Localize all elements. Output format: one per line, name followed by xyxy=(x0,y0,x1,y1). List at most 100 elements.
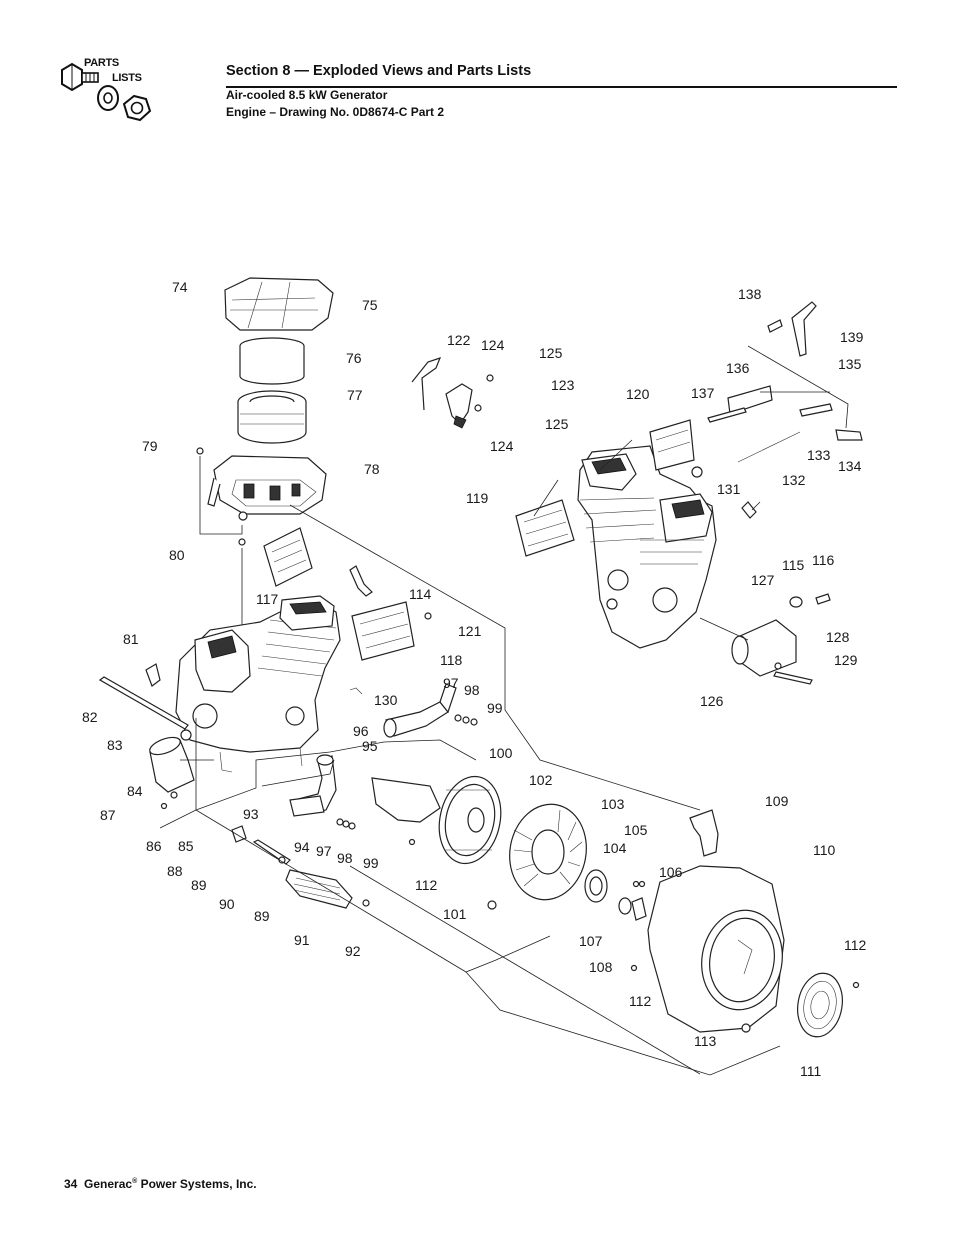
callout-label: 108 xyxy=(589,959,613,975)
callout-label: 116 xyxy=(812,552,835,568)
callout-label: 109 xyxy=(765,793,789,809)
callout-label: 134 xyxy=(838,458,862,474)
dipstick-tube-drawing xyxy=(98,676,189,730)
parts-lists-logo xyxy=(61,62,152,122)
callout-label: 81 xyxy=(123,631,139,647)
callout-label: 98 xyxy=(464,682,480,698)
callout-label: 107 xyxy=(579,933,603,949)
callout-label: 97 xyxy=(316,843,332,859)
callout-label: 79 xyxy=(142,438,158,454)
callout-label: 112 xyxy=(629,993,652,1009)
callout-label: 90 xyxy=(219,896,235,912)
callout-label: 86 xyxy=(146,838,162,854)
callout-label: 94 xyxy=(294,839,310,855)
callout-label: 75 xyxy=(362,297,378,313)
logo-word-lists: LISTS xyxy=(112,72,142,84)
muffler-bracket-100-drawing xyxy=(371,777,441,823)
callout-label: 106 xyxy=(659,864,683,880)
callout-label: 139 xyxy=(840,329,864,345)
callout-label: 99 xyxy=(363,855,379,871)
grommet-80-drawing xyxy=(238,538,246,546)
inlet-elbow-109-drawing xyxy=(689,809,719,857)
callout-label: 84 xyxy=(127,783,143,799)
bracket-114-drawing xyxy=(349,565,373,597)
drawing-subtitle-model: Air-cooled 8.5 kW Generator xyxy=(226,88,388,102)
heat-shield-118-drawing xyxy=(351,601,415,661)
callout-label: 101 xyxy=(443,906,467,922)
company-name: Generac xyxy=(84,1177,133,1191)
callout-label: 85 xyxy=(178,838,194,854)
hex-bolt-icon xyxy=(61,62,99,92)
callout-label: 120 xyxy=(626,386,650,402)
callout-label: 76 xyxy=(346,350,362,366)
heat-shield-117-drawing xyxy=(263,527,313,587)
callout-label: 136 xyxy=(726,360,750,376)
callout-label: 112 xyxy=(415,877,438,893)
callout-label: 91 xyxy=(294,932,310,948)
callout-label: 126 xyxy=(700,693,724,709)
logo-word-parts: PARTS xyxy=(84,57,119,69)
engine-block-main-drawing xyxy=(175,595,341,773)
page-footer: 34 Generac® Power Systems, Inc. xyxy=(64,1177,257,1191)
callout-label: 132 xyxy=(782,472,806,488)
hex-nut-icon xyxy=(122,94,152,122)
callout-label: 83 xyxy=(107,737,123,753)
oil-cooler-91-drawing xyxy=(285,869,353,909)
choke-cable-bracket-136-drawing xyxy=(727,385,773,415)
callout-label: 123 xyxy=(551,377,575,393)
callout-label: 119 xyxy=(466,490,489,506)
callout-label: 124 xyxy=(490,438,514,454)
callout-label: 103 xyxy=(601,796,625,812)
callout-label: 78 xyxy=(364,461,380,477)
starter-motor-126-drawing xyxy=(731,619,797,677)
callout-label: 80 xyxy=(169,547,185,563)
callout-label: 125 xyxy=(545,416,569,432)
section-title: Section 8 — Exploded Views and Parts Lis… xyxy=(226,63,532,79)
heat-shield-120-drawing xyxy=(649,419,695,471)
callout-label: 112 xyxy=(844,937,867,953)
callout-label: 88 xyxy=(167,863,183,879)
air-filter-precleaner-drawing xyxy=(239,337,305,385)
header-rule xyxy=(226,86,897,88)
callout-label: 113 xyxy=(694,1033,717,1049)
choke-bracket-122-drawing xyxy=(411,357,442,411)
screw-79-drawing xyxy=(196,447,204,455)
callout-label: 100 xyxy=(489,745,513,761)
drawing-subtitle-number: Engine – Drawing No. 0D8674-C Part 2 xyxy=(226,105,445,119)
flywheel-102-drawing xyxy=(438,775,502,865)
callout-label: 110 xyxy=(813,842,836,858)
callout-label: 104 xyxy=(603,840,627,856)
callout-label: 138 xyxy=(738,286,762,302)
callout-label: 87 xyxy=(100,807,116,823)
callout-label: 117 xyxy=(256,591,279,607)
fan-screen-111-drawing xyxy=(797,972,843,1038)
callout-label: 92 xyxy=(345,943,361,959)
callout-label: 121 xyxy=(458,623,482,639)
callout-label: 97 xyxy=(443,675,459,691)
callout-label: 128 xyxy=(826,629,850,645)
callout-label: 98 xyxy=(337,850,353,866)
gasket-94-drawing xyxy=(289,795,325,817)
callout-label: 131 xyxy=(717,481,741,497)
callout-label: 89 xyxy=(191,877,207,893)
callout-label: 115 xyxy=(782,557,805,573)
callout-label: 122 xyxy=(447,332,471,348)
washer-icon xyxy=(97,85,119,111)
callout-label: 95 xyxy=(362,738,378,754)
fan-housing-110-drawing xyxy=(647,865,785,1033)
nut-108-drawing xyxy=(631,897,647,921)
bracket-139-drawing xyxy=(791,301,817,357)
callout-label: 96 xyxy=(353,723,369,739)
spark-plug-127-drawing xyxy=(741,501,761,519)
callout-label: 111 xyxy=(800,1063,822,1079)
callout-label: 125 xyxy=(539,345,563,361)
callout-label: 74 xyxy=(172,279,188,295)
fan-plate-104-drawing xyxy=(584,869,608,903)
throttle-lever-123-drawing xyxy=(445,383,473,429)
callout-label: 89 xyxy=(254,908,270,924)
oil-pressure-switch-drawing xyxy=(145,663,161,687)
washer-107-drawing xyxy=(618,897,632,915)
cooling-fan-103-drawing xyxy=(509,803,587,901)
air-filter-element-drawing xyxy=(237,390,307,444)
